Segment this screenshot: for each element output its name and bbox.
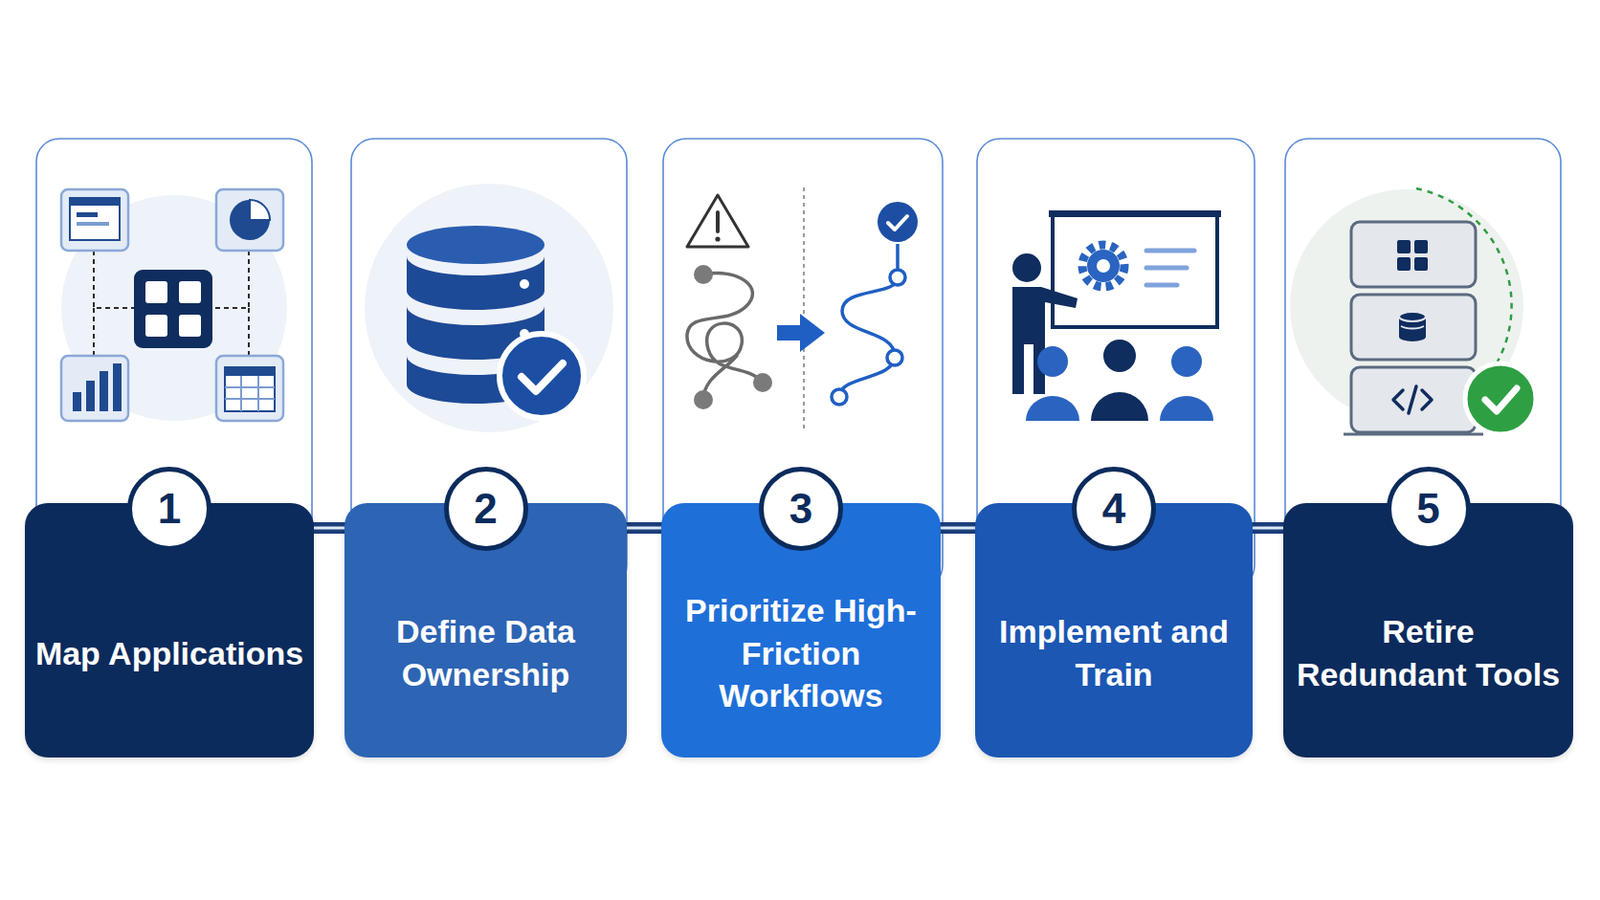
- step-card: Map Applications1: [24, 503, 314, 758]
- connector-highlight: [626, 527, 662, 531]
- step-number-badge: 2: [444, 466, 529, 552]
- database-icon: [364, 183, 614, 433]
- step-connector: [940, 522, 976, 534]
- step-number-badge: 3: [758, 466, 844, 552]
- step-title: Implement and Train: [984, 610, 1244, 697]
- step-number-badge: 1: [127, 466, 212, 552]
- step-number: 4: [1102, 488, 1126, 531]
- step-card: Prioritize High-Friction Workflows3: [661, 503, 941, 758]
- connector-highlight: [940, 527, 976, 531]
- step-card: Implement and Train4: [975, 503, 1253, 758]
- step-title: Retire Redundant Tools: [1292, 610, 1564, 697]
- app-map-icon: [61, 189, 288, 422]
- step-title: Map Applications: [35, 632, 304, 676]
- step-connector: [313, 522, 345, 534]
- step-number: 3: [789, 488, 813, 531]
- retire-tools-icon: [1289, 188, 1536, 435]
- step-number: 2: [473, 488, 497, 531]
- step-number-badge: 5: [1386, 466, 1471, 552]
- connector-highlight: [1252, 527, 1284, 531]
- workflow-icon: [687, 187, 918, 433]
- step-number-badge: 4: [1071, 466, 1156, 552]
- step-connector: [626, 522, 662, 534]
- step-card: Define Data Ownership2: [344, 503, 627, 758]
- step-title: Prioritize High-Friction Workflows: [670, 589, 932, 719]
- training-icon: [1012, 210, 1222, 422]
- step-number: 5: [1416, 488, 1440, 531]
- step-number: 1: [157, 488, 181, 531]
- step-title: Define Data Ownership: [354, 610, 618, 697]
- step-card: Retire Redundant Tools5: [1283, 503, 1574, 758]
- step-connector: [1252, 522, 1284, 534]
- connector-highlight: [313, 527, 345, 531]
